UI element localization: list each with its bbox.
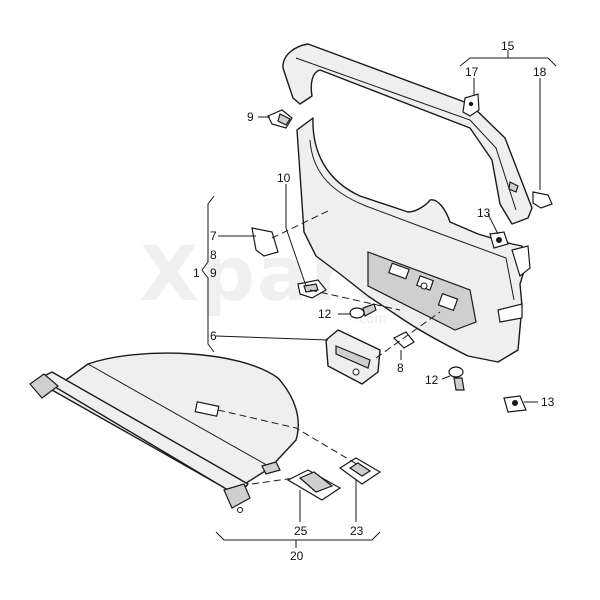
callout-20: 20: [290, 549, 304, 563]
callout-18: 18: [533, 65, 547, 79]
tailgate-trim-panel: [296, 117, 531, 363]
bracket-part-18: [508, 181, 553, 209]
catch-part-25: [286, 469, 342, 501]
nut-part-13-upper: [489, 231, 509, 249]
screw-part-12-lower: [448, 366, 465, 391]
luggage-cover-roller: [29, 352, 299, 513]
callout-9-lower: 9: [210, 266, 217, 280]
callout-9: 9: [247, 110, 254, 124]
callout-8-lower: 8: [397, 361, 404, 375]
callout-13-upper: 13: [477, 206, 491, 220]
callout-12-lower: 12: [425, 373, 439, 387]
callout-7: 7: [210, 229, 217, 243]
callout-1: 1: [193, 266, 200, 280]
callout-8-upper: 8: [210, 248, 217, 262]
screw-part-12-upper: [349, 303, 377, 319]
callout-17: 17: [465, 65, 479, 79]
nut-part-13-lower: [503, 395, 527, 413]
callout-10: 10: [277, 171, 291, 185]
leader-lines: [201, 50, 557, 548]
cover-part-7: [251, 227, 279, 257]
upper-trim-frame: [282, 43, 533, 225]
callout-12-upper: 12: [318, 307, 332, 321]
clip-part-8-lower: [392, 331, 415, 349]
callout-25: 25: [294, 524, 308, 538]
latch-bracket-part-6: [325, 329, 381, 385]
callout-23: 23: [350, 524, 364, 538]
clip-part-9: [267, 109, 293, 129]
clip-part-17: [462, 93, 480, 117]
callout-15: 15: [501, 39, 515, 53]
plate-part-23: [338, 457, 382, 485]
callout-13-lower: 13: [541, 395, 555, 409]
callout-6: 6: [210, 329, 217, 343]
